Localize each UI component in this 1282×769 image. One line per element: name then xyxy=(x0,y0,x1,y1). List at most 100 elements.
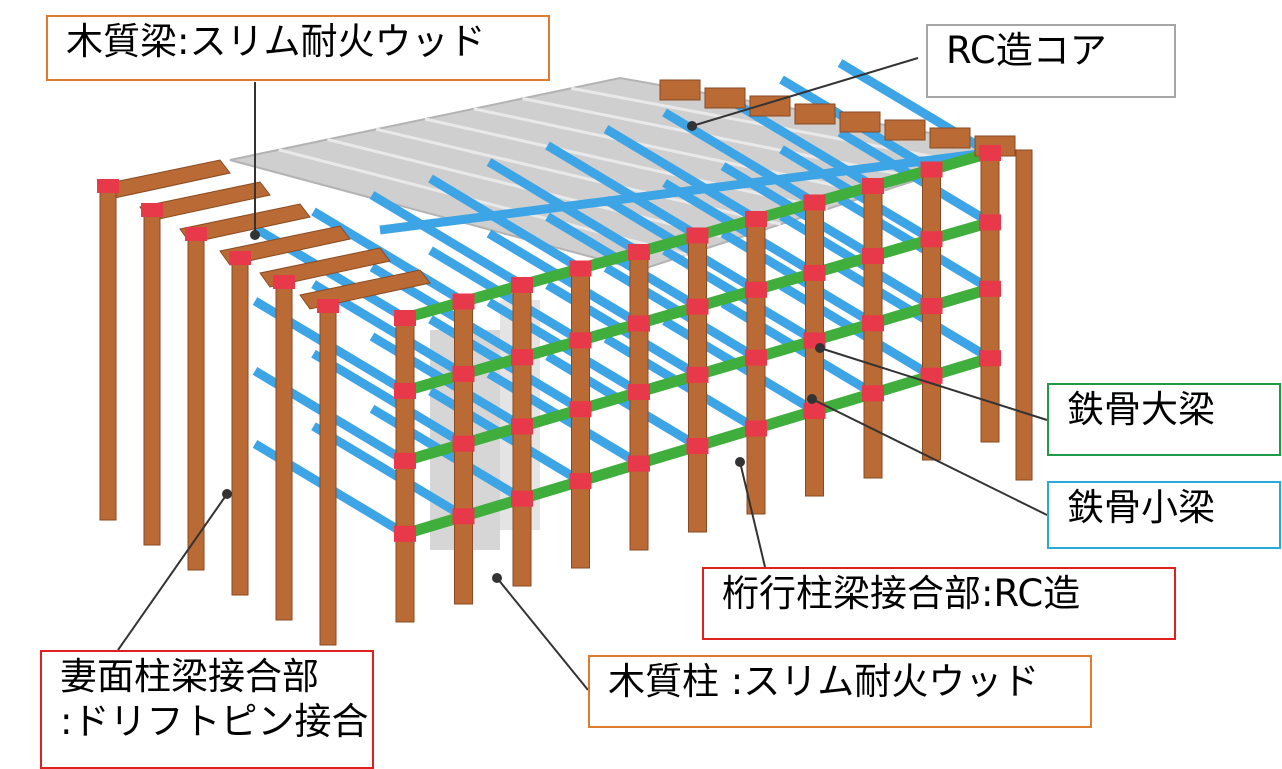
rc-joint xyxy=(511,349,533,366)
leader-line xyxy=(739,461,766,568)
pin-joint xyxy=(273,275,295,289)
pin-joint xyxy=(185,227,207,241)
steel-sub-beam xyxy=(428,246,583,345)
wood-beam xyxy=(929,127,971,149)
rc-joint xyxy=(920,367,943,384)
leader-line xyxy=(819,347,1048,421)
label-steel-main-beam-text: 鉄骨大梁 xyxy=(1067,388,1215,431)
steel-sub-beam xyxy=(311,422,466,521)
steel-sub-beam xyxy=(311,349,466,448)
rc-joint xyxy=(979,350,1001,367)
rc-slab-rib xyxy=(522,97,922,180)
rc-joint xyxy=(862,248,884,265)
wood-beam xyxy=(749,95,791,117)
rc-joint xyxy=(862,385,884,402)
label-rc-joint: 桁行柱梁接合部:RC造 xyxy=(702,567,1176,640)
leader-line xyxy=(496,577,589,691)
leader-dot xyxy=(687,121,697,131)
leader-dot xyxy=(250,230,260,240)
label-pin-joint-line2: :ドリフトピン接合 xyxy=(60,700,369,744)
rc-joint xyxy=(803,264,826,281)
wood-column xyxy=(143,208,161,546)
wood-column xyxy=(571,268,590,569)
steel-sub-beam xyxy=(603,125,759,223)
label-wood-beam-text: 木質梁:スリム耐火ウッド xyxy=(66,20,486,63)
wood-column xyxy=(922,169,941,461)
rc-joint xyxy=(803,194,826,211)
rc-joint xyxy=(452,293,475,310)
rc-joint xyxy=(862,315,884,332)
rc-joint xyxy=(686,438,709,455)
rc-joint xyxy=(569,260,592,277)
rc-joint xyxy=(511,490,533,507)
rc-joint xyxy=(745,420,767,437)
rc-joint xyxy=(920,298,943,315)
label-rc-core-text: RC造コア xyxy=(946,29,1107,72)
wood-beam xyxy=(659,79,701,101)
rc-joint xyxy=(569,332,592,349)
rc-joint xyxy=(628,315,650,332)
label-steel-main-beam: 鉄骨大梁 xyxy=(1047,383,1281,456)
wood-column xyxy=(395,317,415,623)
wood-column xyxy=(512,284,532,587)
rc-joint xyxy=(745,281,767,298)
wood-column xyxy=(863,185,883,479)
wood-column xyxy=(275,280,293,621)
rc-joint xyxy=(979,145,1001,161)
rc-joint xyxy=(569,473,592,490)
rc-joint xyxy=(920,231,943,248)
label-wood-column-text: 木質柱 :スリム耐火ウッド xyxy=(608,660,1040,703)
rc-joint xyxy=(452,366,475,383)
wood-beam xyxy=(884,119,926,141)
pin-joint xyxy=(317,299,339,313)
wood-column xyxy=(1015,149,1033,481)
rc-joint xyxy=(628,384,650,401)
steel-sub-beam xyxy=(379,145,1011,235)
rc-joint xyxy=(628,455,650,472)
leader-dot xyxy=(492,573,502,583)
steel-sub-beam xyxy=(369,191,525,289)
leader-line xyxy=(691,57,919,127)
rc-joint xyxy=(452,435,475,452)
rc-joint xyxy=(686,298,709,315)
wood-column xyxy=(629,251,649,551)
leader-dot xyxy=(815,343,825,353)
rc-joint xyxy=(394,382,416,399)
rc-joint xyxy=(862,178,884,194)
wood-column xyxy=(319,304,337,646)
label-steel-sub-beam: 鉄骨小梁 xyxy=(1047,481,1281,549)
rc-joint xyxy=(394,452,416,469)
steel-sub-beam xyxy=(428,174,583,273)
rc-joint xyxy=(394,310,416,326)
rc-joint xyxy=(803,402,826,419)
wood-column xyxy=(99,184,117,521)
label-rc-core: RC造コア xyxy=(926,24,1176,98)
rc-joint xyxy=(979,280,1001,297)
wood-beam xyxy=(219,225,351,266)
wood-column xyxy=(980,152,1000,443)
label-rc-joint-text: 桁行柱梁接合部:RC造 xyxy=(722,572,1081,615)
rc-joint xyxy=(686,366,709,383)
rc-joint xyxy=(511,418,533,435)
steel-sub-beam xyxy=(545,141,700,240)
leader-dot xyxy=(222,489,232,499)
leader-line xyxy=(117,493,228,651)
leader-line xyxy=(811,398,1048,516)
rc-joint xyxy=(745,349,767,366)
rc-joint xyxy=(394,525,416,542)
wood-beam xyxy=(704,87,746,109)
rc-joint xyxy=(569,401,592,418)
label-steel-sub-beam-text: 鉄骨小梁 xyxy=(1067,486,1215,529)
wood-column xyxy=(746,218,766,515)
wood-column xyxy=(688,235,707,533)
leader-dot xyxy=(735,457,745,467)
label-wood-column: 木質柱 :スリム耐火ウッド xyxy=(588,655,1092,728)
label-pin-joint: 妻面柱梁接合部 :ドリフトピン接合 xyxy=(40,650,374,769)
wood-column xyxy=(231,256,249,596)
rc-joint xyxy=(686,227,709,244)
joints xyxy=(97,145,1001,542)
wood-column xyxy=(187,232,205,571)
rc-joint xyxy=(452,508,475,525)
pin-joint xyxy=(97,179,119,193)
